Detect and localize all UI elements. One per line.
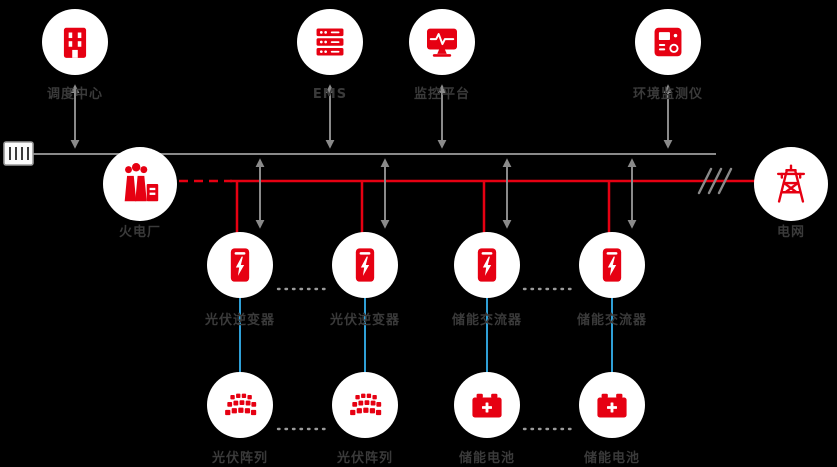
- building-icon: [63, 27, 87, 58]
- comm-arrows-converters: [255, 158, 637, 229]
- node-power-grid: [754, 147, 828, 221]
- power-drop-lines: [235, 181, 611, 235]
- env-monitor-label: 环境监测仪: [632, 87, 703, 102]
- node-storage-converter-2: [579, 232, 645, 298]
- battery-icon: [597, 393, 627, 418]
- node-dispatch-center: [42, 9, 108, 75]
- thermal-plant-label: 火电厂: [118, 225, 161, 240]
- ems-label: EMS: [312, 87, 348, 102]
- node-storage-battery-2: [579, 372, 645, 438]
- inverter-icon: [477, 248, 497, 282]
- node-pv-inverter-1: [207, 232, 273, 298]
- monitoring-platform-label: 监控平台: [413, 87, 470, 102]
- solar-array-icon: [350, 393, 382, 416]
- power-grid-label: 电网: [776, 225, 805, 240]
- storage-battery-2-label: 储能电池: [583, 451, 640, 466]
- dispatch-center-label: 调度中心: [46, 87, 103, 102]
- ellipsis-connectors: [276, 287, 577, 431]
- comm-arrows-top: [70, 84, 673, 149]
- pv-array-2-label: 光伏阵列: [336, 451, 393, 466]
- power-plant-icon: [124, 163, 159, 202]
- node-pv-array-2: [332, 372, 398, 438]
- node-pv-inverter-2: [332, 232, 398, 298]
- pv-inverter-1-label: 光伏逆变器: [204, 313, 275, 328]
- inverter-icon: [602, 248, 622, 282]
- node-ems: [297, 9, 363, 75]
- data-collector-icon: [3, 141, 34, 166]
- node-thermal-plant: [103, 147, 177, 221]
- storage-battery-1-label: 储能电池: [458, 451, 515, 466]
- pv-inverter-2-label: 光伏逆变器: [329, 313, 400, 328]
- storage-converter-2-label: 储能交流器: [576, 313, 647, 328]
- meter-device-icon: [654, 27, 682, 57]
- server-icon: [316, 28, 344, 56]
- node-storage-converter-1: [454, 232, 520, 298]
- inverter-icon: [355, 248, 375, 282]
- dc-link-lines: [239, 297, 613, 373]
- node-monitoring-platform: [409, 9, 475, 75]
- monitor-pulse-icon: [427, 28, 457, 57]
- node-storage-battery-1: [454, 372, 520, 438]
- pv-array-1-label: 光伏阵列: [211, 451, 268, 466]
- node-env-monitor: [635, 9, 701, 75]
- line-break-marks: [697, 167, 733, 195]
- transmission-tower-icon: [776, 164, 806, 203]
- storage-converter-1-label: 储能交流器: [451, 313, 522, 328]
- solar-array-icon: [225, 393, 257, 416]
- node-pv-array-1: [207, 372, 273, 438]
- inverter-icon: [230, 248, 250, 282]
- battery-icon: [472, 393, 502, 418]
